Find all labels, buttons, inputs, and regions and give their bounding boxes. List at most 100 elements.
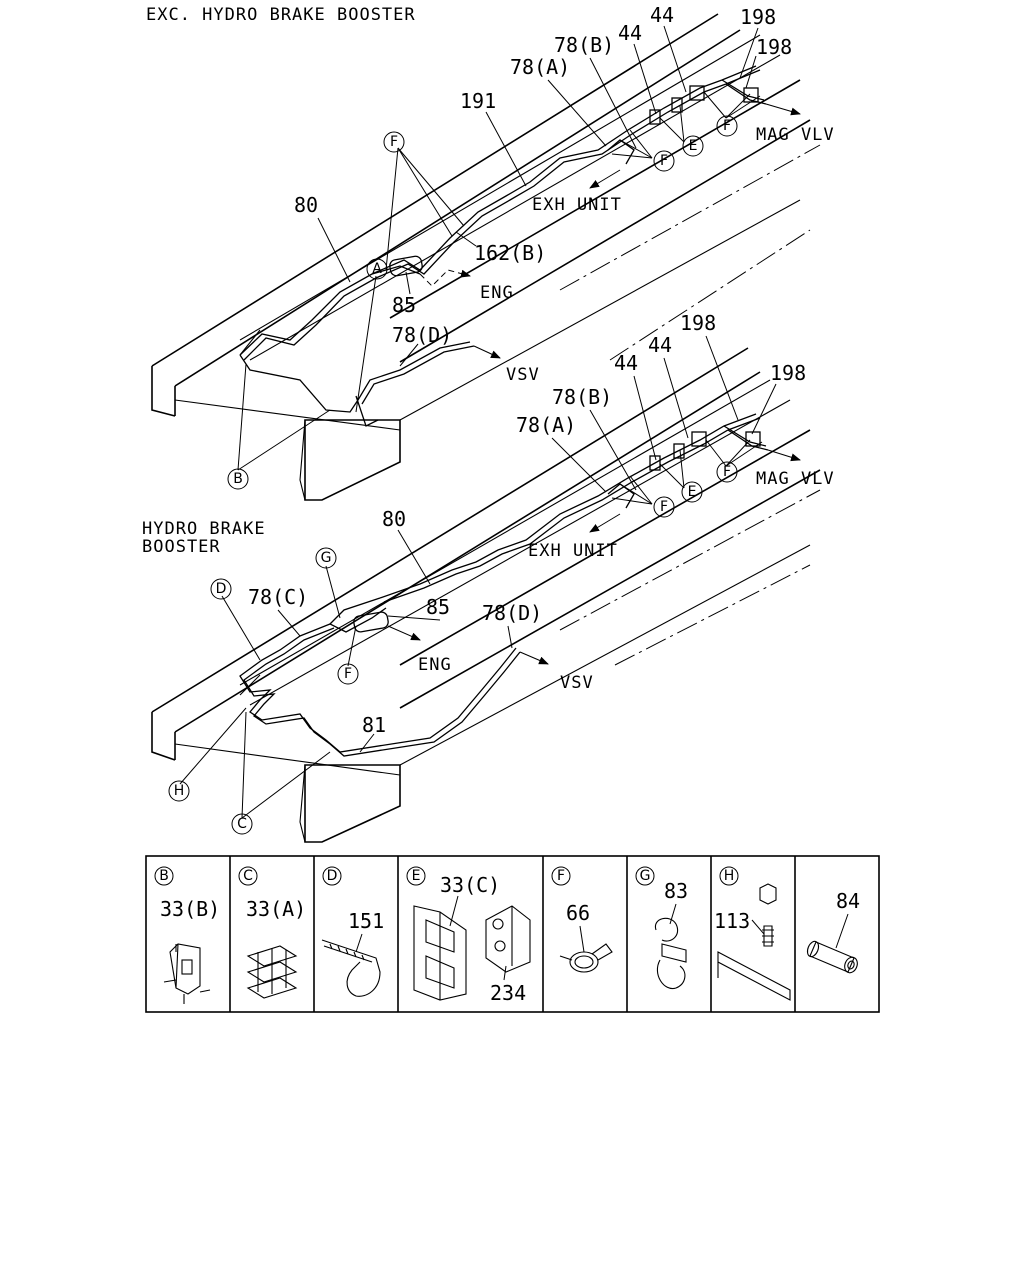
frame-rail-bottom (151, 347, 821, 843)
svg-text:C: C (243, 868, 253, 884)
svg-text:F: F (390, 134, 398, 150)
marker-f-top-right: F (716, 115, 738, 137)
part-label-78a: 78(A) (510, 55, 570, 79)
part-label-85: 85 (392, 293, 416, 317)
marker-c-bottom: C (231, 813, 253, 835)
svg-text:H: H (724, 868, 735, 884)
svg-text:F: F (660, 153, 668, 169)
part-label-44: 44 (614, 351, 638, 375)
legend-part-label: 33(B) (160, 897, 220, 921)
part-label-78b: 78(B) (552, 385, 612, 409)
vacuum-pipe-route-top (239, 65, 767, 427)
top-view: EXC. HYDRO BRAKE BOOSTER (146, 3, 835, 501)
frame-rail-top (151, 13, 821, 501)
hose-clip-icon (654, 903, 687, 990)
legend-cell-c: C 33(A) (238, 866, 306, 999)
destination-eng: ENG (480, 283, 514, 303)
part-label-78d: 78(D) (392, 323, 452, 347)
svg-text:D: D (327, 868, 338, 884)
svg-text:F: F (723, 464, 731, 480)
rubber-insert-icon (485, 905, 531, 981)
marker-d-bottom: D (210, 578, 232, 600)
legend-part-label: 83 (664, 879, 688, 903)
part-label-44: 44 (648, 333, 672, 357)
legend-part-label: 234 (490, 981, 526, 1005)
destination-mag-vlv: MAG VLV (756, 125, 835, 145)
marker-e-bottom: E (681, 481, 703, 503)
marker-f-bottom-mid: F (653, 496, 675, 518)
part-label-162b: 162(B) (474, 241, 546, 265)
svg-text:D: D (216, 581, 227, 597)
part-label-78a: 78(A) (516, 413, 576, 437)
cable-tie-icon (321, 933, 381, 997)
marker-f-bottom-left: F (337, 663, 359, 685)
clip-33b-icon (163, 943, 211, 1004)
part-label-198: 198 (756, 35, 792, 59)
marker-a-top: A (366, 258, 388, 280)
legend-cell-f: F 66 (551, 866, 613, 973)
bottom-view-title-line1: HYDRO BRAKE (142, 519, 266, 539)
legend-part-label: 33(A) (246, 897, 306, 921)
destination-vsv: VSV (506, 365, 540, 385)
part-label-191: 191 (460, 89, 496, 113)
part-label-78d: 78(D) (482, 601, 542, 625)
legend-cell-b: B 33(B) (154, 866, 220, 1004)
svg-text:F: F (723, 118, 731, 134)
legend-cell-84: 84 (806, 889, 860, 974)
leader-lines-top (237, 25, 761, 471)
part-label-44: 44 (650, 3, 674, 27)
leader-lines-bottom (179, 335, 777, 819)
legend-part-label: 66 (566, 901, 590, 925)
destination-exh-unit: EXH UNIT (532, 195, 622, 215)
marker-h-bottom: H (168, 780, 190, 802)
svg-text:E: E (412, 868, 421, 884)
destination-eng: ENG (418, 655, 452, 675)
part-label-198: 198 (740, 5, 776, 29)
marker-f-bottom-right: F (716, 461, 738, 483)
part-label-78b: 78(B) (554, 33, 614, 57)
part-label-78c: 78(C) (248, 585, 308, 609)
svg-text:C: C (237, 816, 247, 832)
svg-text:E: E (688, 484, 697, 500)
hose-clamp-icon (559, 925, 613, 973)
legend-cell-g: G 83 (635, 866, 688, 990)
clip-33a-icon (246, 945, 298, 999)
svg-text:G: G (321, 550, 332, 566)
svg-text:B: B (159, 868, 169, 884)
part-label-44: 44 (618, 21, 642, 45)
legend-cell-d: D 151 (321, 866, 384, 997)
part-label-198: 198 (680, 311, 716, 335)
svg-text:A: A (372, 261, 382, 277)
part-label-80: 80 (382, 507, 406, 531)
part-label-81: 81 (362, 713, 386, 737)
legend-part-label: 84 (836, 889, 860, 913)
marker-e-top: E (682, 135, 704, 157)
double-clip-icon (413, 895, 467, 1001)
destination-mag-vlv: MAG VLV (756, 469, 835, 489)
parts-legend-table: B 33(B) C 33(A) (145, 855, 880, 1013)
top-view-title: EXC. HYDRO BRAKE BOOSTER (146, 5, 416, 25)
destination-exh-unit: EXH UNIT (528, 541, 618, 561)
vacuum-pipe-route-bottom (239, 413, 769, 757)
svg-text:F: F (557, 868, 565, 884)
bolt-nut-icon (717, 883, 791, 1001)
svg-text:F: F (344, 666, 352, 682)
svg-text:B: B (233, 471, 243, 487)
svg-text:G: G (640, 868, 651, 884)
part-label-85: 85 (426, 595, 450, 619)
legend-cell-e: E 33(C) 234 (406, 866, 531, 1005)
part-label-80: 80 (294, 193, 318, 217)
legend-part-label: 113 (714, 909, 750, 933)
svg-text:H: H (174, 783, 185, 799)
legend-cell-h: H 113 (714, 866, 791, 1001)
destination-vsv: VSV (560, 673, 594, 693)
svg-text:F: F (660, 499, 668, 515)
legend-part-label: 33(C) (440, 873, 500, 897)
marker-g-bottom: G (315, 547, 337, 569)
svg-text:E: E (689, 138, 698, 154)
part-label-198: 198 (770, 361, 806, 385)
legend-part-label: 151 (348, 909, 384, 933)
marker-f-top-mid: F (653, 150, 675, 172)
marker-f-top-left: F (383, 131, 405, 153)
